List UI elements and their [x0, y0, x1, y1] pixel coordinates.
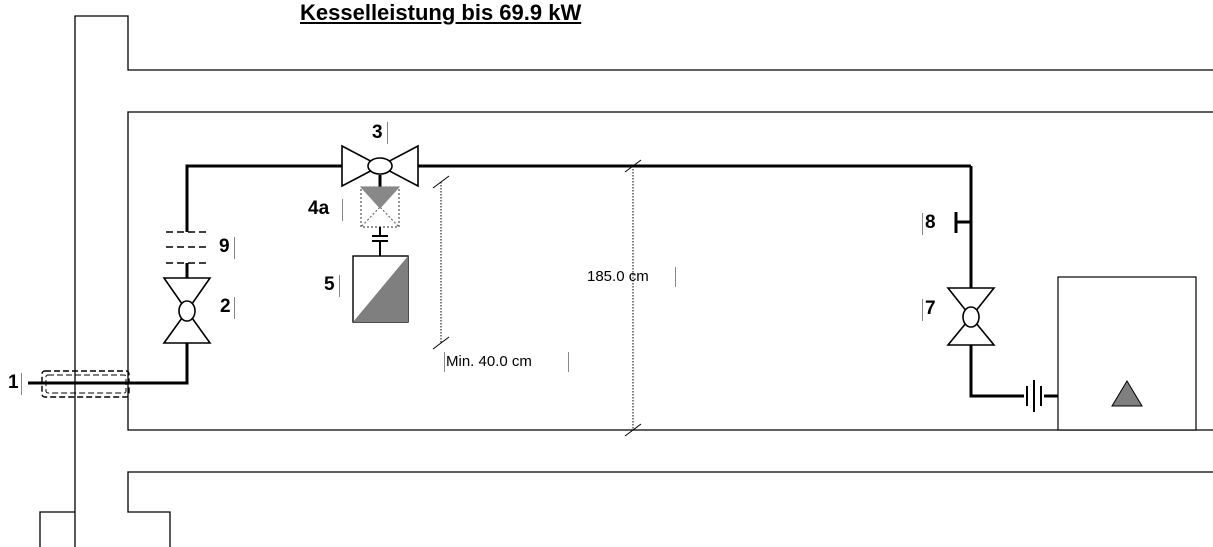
label-item-2-tick: [234, 297, 235, 319]
device-5: [352, 255, 409, 323]
valve-3-knob: [367, 157, 393, 175]
dashed-component-9: [166, 231, 208, 264]
pipe-to-appliance: [969, 345, 1024, 398]
component-4a: [359, 186, 401, 228]
label-item-3: 3: [372, 122, 383, 143]
feed-through-inner: [45, 374, 127, 394]
label-item-2: 2: [220, 296, 231, 317]
appliance-box: [1057, 276, 1197, 431]
valve-2: [162, 277, 212, 344]
appliance-fitting: [1026, 380, 1042, 412]
label-item-7: 7: [925, 298, 936, 319]
label-item-1: 1: [8, 372, 19, 393]
label-item-7-tick: [922, 299, 923, 321]
upper-wall-outline: [74, 15, 1213, 547]
label-item-8-tick: [922, 213, 923, 235]
valve-7-knob: [962, 306, 980, 328]
dimension-lines: [432, 159, 642, 437]
dimension-min-label: Min. 40.0 cm: [446, 353, 532, 370]
device-5-fill: [353, 256, 408, 322]
label-item-4a: 4a: [308, 198, 330, 219]
dimension-height-tick: [675, 267, 676, 287]
feed-through-sleeve: [41, 370, 130, 398]
label-item-3-tick: [387, 122, 388, 144]
lower-wall-outline: [127, 471, 1213, 547]
building-walls: [39, 15, 1213, 547]
label-item-9: 9: [219, 236, 230, 257]
label-item-5: 5: [324, 274, 335, 295]
valve-2-knob: [178, 300, 196, 322]
room-wall-outline: [127, 111, 1213, 431]
connector-4a-5: [372, 227, 388, 256]
pipe-9-to-top: [185, 164, 342, 232]
valve-7: [946, 287, 996, 346]
gas-appliance: [1057, 276, 1197, 431]
dimension-min-tick-left: [444, 352, 445, 372]
diagram-title: Kesselleistung bis 69.9 kW: [300, 0, 582, 25]
pipe-main: [28, 343, 189, 385]
label-item-9-tick: [234, 237, 235, 259]
label-item-1-tick: [21, 373, 22, 395]
dimension-height-label: 185.0 cm: [587, 268, 649, 285]
flame-triangle-icon: [1111, 380, 1143, 407]
label-item-5-tick: [339, 275, 340, 297]
cap-8: [954, 212, 971, 233]
foundation-outline: [39, 511, 75, 547]
label-item-8: 8: [925, 212, 936, 233]
component-4a-triangle: [359, 186, 401, 209]
label-item-4a-tick: [342, 199, 343, 221]
dimension-min-tick-right: [568, 352, 569, 372]
feed-through-1: [41, 370, 130, 398]
gas-pipe: [28, 164, 1058, 398]
main-valve-3: [341, 144, 419, 188]
